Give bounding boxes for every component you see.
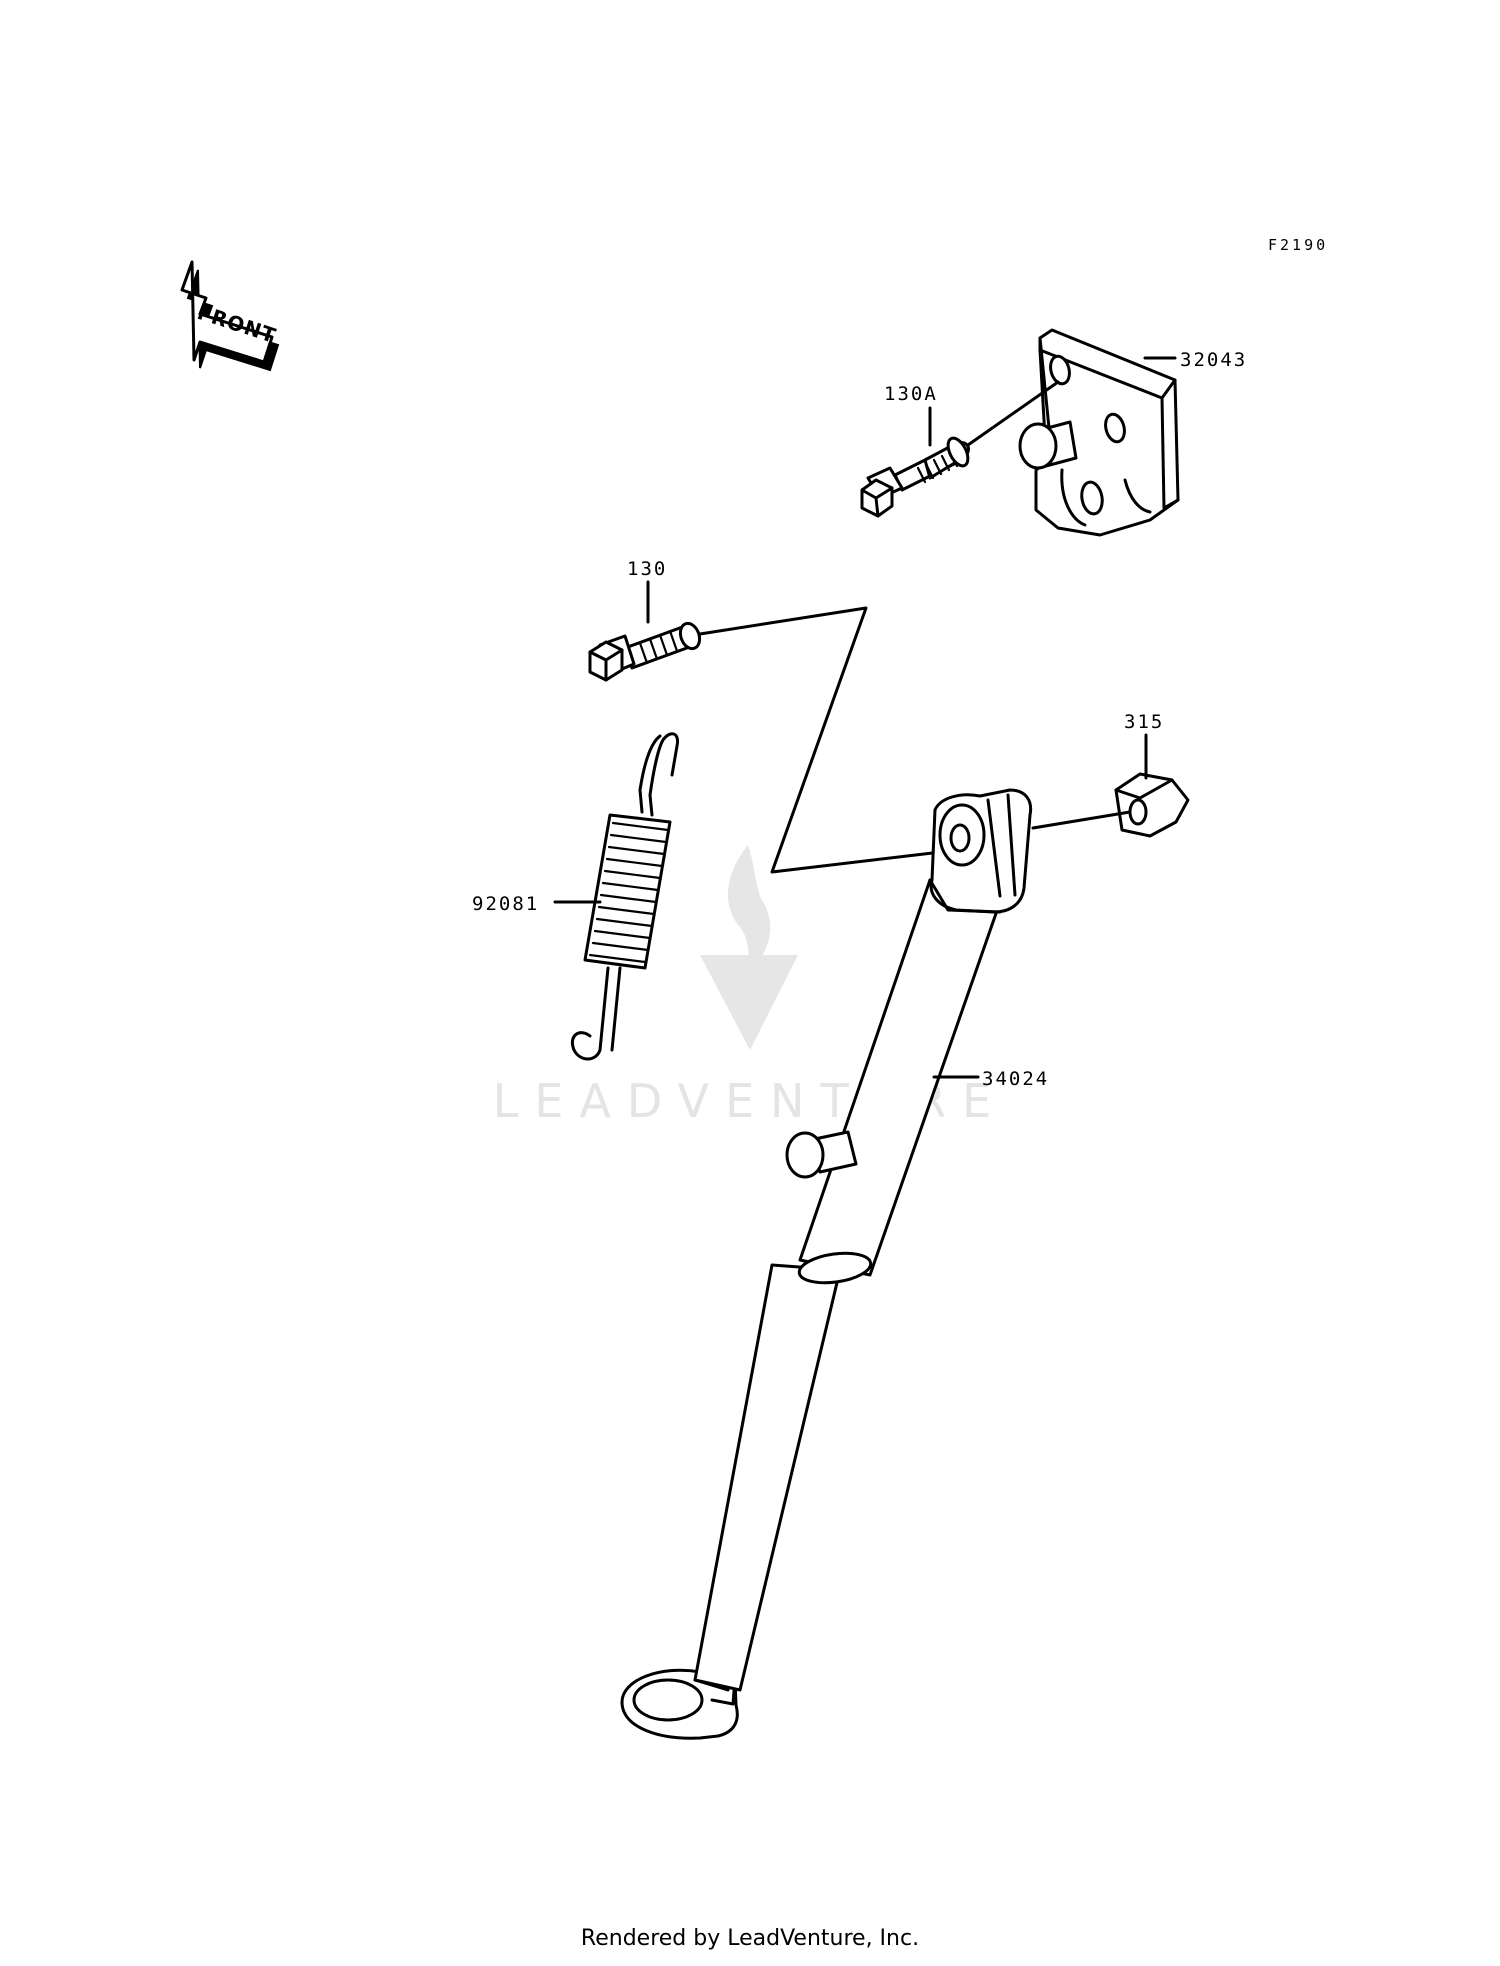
callout-130A: 130A	[884, 383, 938, 405]
bolt-130	[588, 621, 702, 682]
front-arrow-icon: FRONT	[180, 260, 279, 372]
callout-315: 315	[1124, 711, 1164, 733]
nut-315	[1114, 772, 1190, 838]
watermark-v-icon	[700, 955, 798, 1050]
assembly-line-130A	[966, 380, 1060, 447]
reference-code: F2190	[1268, 236, 1328, 254]
assembly-line-130	[698, 606, 960, 874]
side-stand-34024	[620, 788, 1033, 1740]
callout-92081: 92081	[472, 893, 539, 915]
watermark-flame-icon	[727, 845, 771, 975]
spring-92081	[571, 732, 680, 1061]
assembly-line-315	[1031, 810, 1132, 830]
callout-34024: 34024	[982, 1068, 1049, 1090]
callout-130: 130	[627, 558, 667, 580]
footer-credit: Rendered by LeadVenture, Inc.	[580, 1926, 920, 1951]
bracket-32043	[1018, 328, 1180, 537]
bolt-130A	[860, 436, 970, 518]
callout-32043: 32043	[1180, 349, 1247, 371]
